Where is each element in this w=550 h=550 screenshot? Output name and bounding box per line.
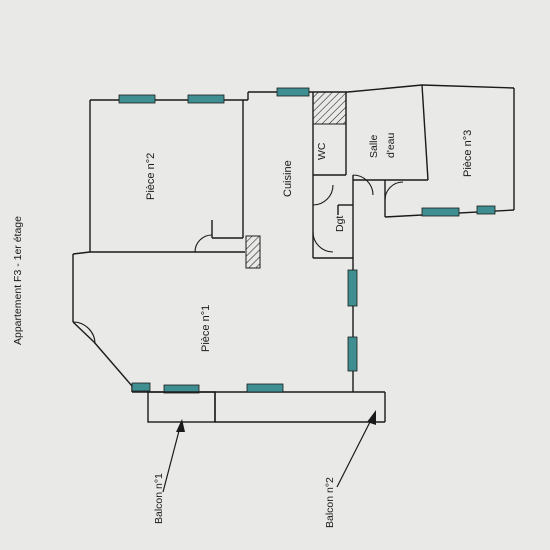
plan-title: Appartement F3 - 1er étage (12, 216, 24, 345)
label-cuisine: Cuisine (282, 160, 294, 197)
duct-hatch-center (245, 235, 261, 269)
label-balcon1: Balcon n°1 (153, 473, 165, 524)
window-piece2-b (187, 94, 225, 104)
window-piece1-right-b (347, 336, 358, 372)
label-wc: WC (316, 142, 328, 160)
label-piece2: Pièce n°2 (145, 153, 157, 200)
label-salle-line1: Salle (368, 134, 380, 158)
balcony-arrows (162, 410, 376, 493)
window-piece1-right-a (347, 269, 358, 307)
window-piece1-left (131, 382, 151, 392)
label-balcon2: Balcon n°2 (324, 477, 336, 528)
outer-walls (72, 84, 515, 393)
label-piece1: Pièce n°1 (200, 305, 212, 352)
balcon1-outline (147, 391, 216, 423)
label-piece3: Pièce n°3 (462, 130, 474, 177)
window-balcon1 (163, 384, 200, 394)
duct-hatch-top (312, 91, 347, 125)
windows (118, 87, 496, 394)
balconies (147, 391, 386, 423)
window-piece3-b (476, 205, 496, 215)
doors (72, 174, 404, 345)
window-piece3-a (421, 207, 460, 217)
window-balcon2 (246, 383, 284, 393)
label-salle-line2: d'eau (385, 132, 397, 158)
label-dgt: Dgt (334, 216, 346, 232)
window-piece2-a (118, 94, 156, 104)
window-cuisine (276, 87, 310, 97)
